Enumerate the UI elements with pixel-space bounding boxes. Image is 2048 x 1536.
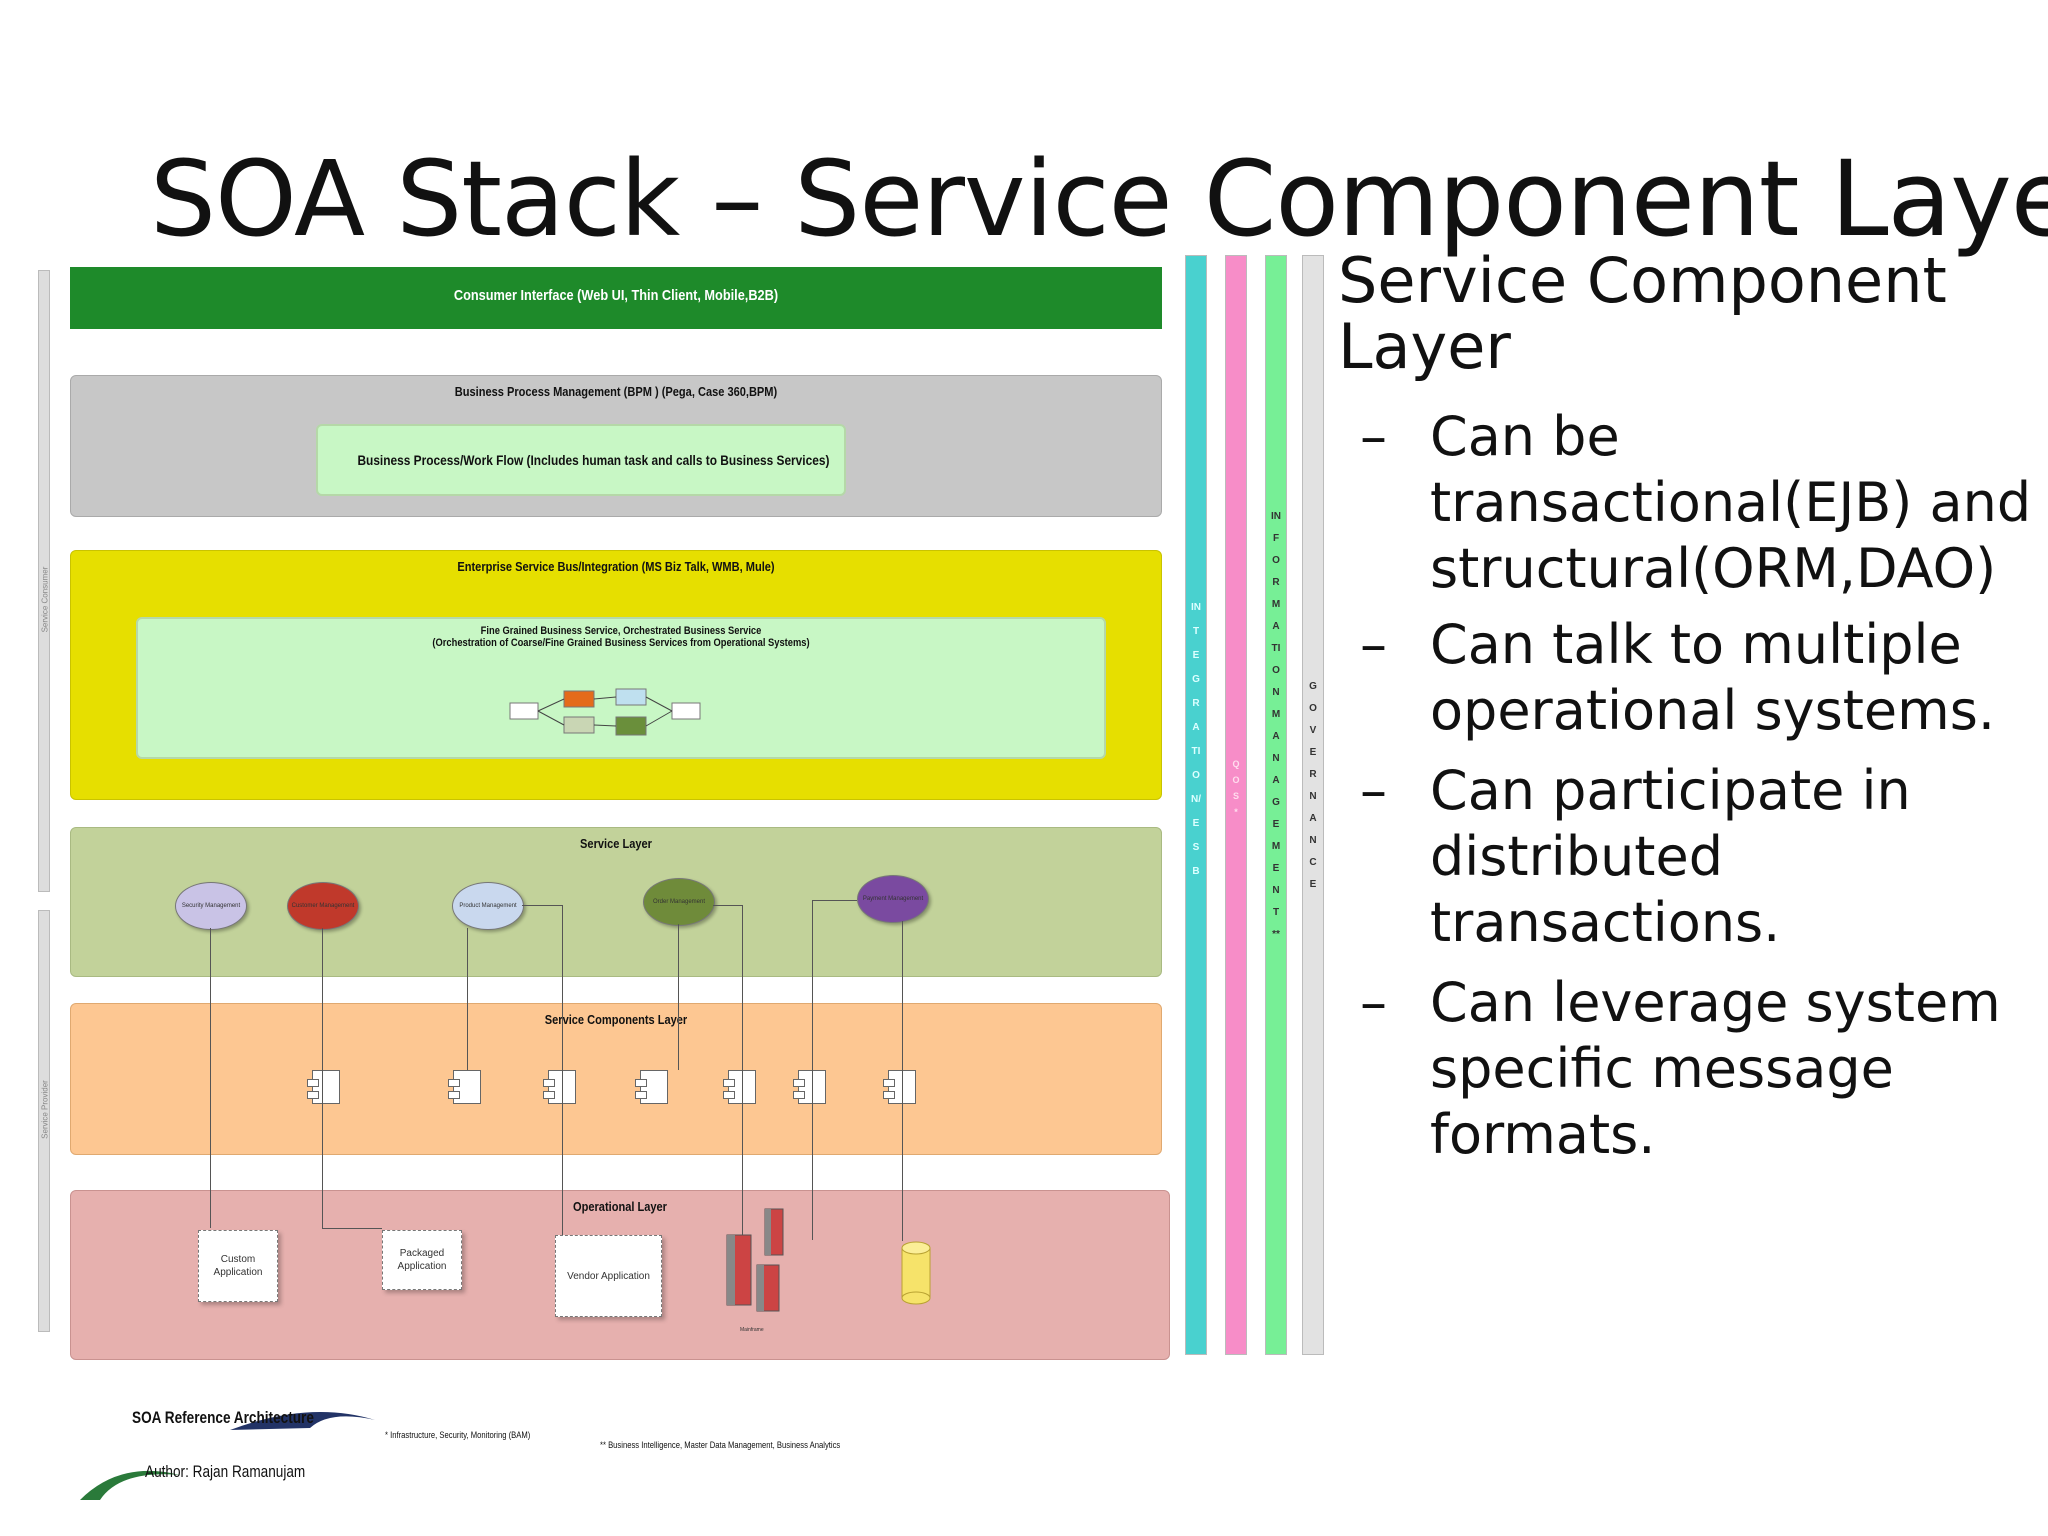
product-management-service: Product Management (452, 882, 524, 930)
esb-orchestration-box: Fine Grained Business Service, Orchestra… (136, 617, 1106, 759)
operational-layer-label: Operational Layer (573, 1199, 667, 1214)
swoosh-logo-icon (80, 1412, 375, 1500)
service-components-band: Service Components Layer (70, 1003, 1162, 1155)
connector-line (467, 928, 468, 1070)
bullet-text: Can leverage system specific message for… (1430, 971, 2001, 1166)
database-icon (901, 1241, 931, 1305)
connector-line (678, 924, 679, 1070)
right-panel-heading: Service Component Layer (1338, 244, 1947, 383)
governance-bar: GOVERNANCE (1302, 255, 1324, 1355)
governance-label: GOVERNANCE (1309, 681, 1317, 890)
bullet-item: – Can be transactional(EJB) and structur… (1338, 404, 2038, 602)
bullet-item: – Can talk to multiple operational syste… (1338, 612, 2038, 744)
information-management-label: INFORMATION MANAGEMENT ** (1271, 511, 1281, 940)
esb-inner-line2: (Orchestration of Coarse/Fine Grained Bu… (432, 637, 810, 649)
provider-side-label: Service Provider (40, 1080, 50, 1139)
esb-band: Enterprise Service Bus/Integration (MS B… (70, 550, 1162, 800)
payment-management-service: Payment Management (857, 875, 929, 923)
integration-esb-bar: INTEGRATION/ESB (1185, 255, 1207, 1355)
connector-line (902, 921, 903, 1241)
bullet-text: Can talk to multiple operational systems… (1430, 613, 1996, 742)
consumer-interface-band: Consumer Interface (Web UI, Thin Client,… (70, 267, 1162, 329)
provider-side-arrow (38, 910, 50, 1332)
component-icon (307, 1070, 340, 1104)
orchestration-flow-icon (509, 688, 701, 736)
footnote-infrastructure: * Infrastructure, Security, Monitoring (… (385, 1430, 531, 1440)
bullet-dash: – (1360, 971, 1387, 1034)
connector-line (522, 905, 562, 906)
slide-title: SOA Stack – Service Component Layer (150, 138, 2048, 260)
soa-reference-label: SOA Reference Architecture (132, 1408, 314, 1427)
order-management-service: Order Management (643, 878, 715, 926)
information-management-bar: INFORMATION MANAGEMENT ** (1265, 255, 1287, 1355)
service-components-label: Service Components Layer (544, 1012, 688, 1027)
bpm-label: Business Process Management (BPM ) (Pega… (454, 384, 778, 399)
diagram-footer: SOA Reference Architecture Author: Rajan… (80, 1390, 930, 1520)
service-layer-band: Service Layer (70, 827, 1162, 977)
connector-line (812, 900, 857, 901)
service-layer-label: Service Layer (580, 836, 652, 851)
consumer-interface-label: Consumer Interface (Web UI, Thin Client,… (453, 287, 779, 304)
connector-line (322, 1228, 382, 1229)
connector-line (812, 900, 813, 1240)
connector-line (322, 928, 323, 1228)
author-label: Author: Rajan Ramanujam (145, 1462, 306, 1481)
esb-inner-line1: Fine Grained Business Service, Orchestra… (480, 625, 762, 637)
bpm-workflow-box: Business Process/Work Flow (Includes hum… (316, 424, 846, 496)
mainframe-label: Mainframe (740, 1327, 764, 1333)
connector-line (210, 928, 211, 1228)
integration-esb-label: INTEGRATION/ESB (1191, 602, 1201, 877)
packaged-application-box: Packaged Application (382, 1230, 462, 1290)
component-icon (635, 1070, 668, 1104)
bullet-text: Can participate in distributed transacti… (1430, 759, 1911, 954)
bullet-dash: – (1360, 613, 1387, 676)
bullet-text: Can be transactional(EJB) and structural… (1430, 405, 2032, 600)
vendor-application-box: Vendor Application (555, 1235, 662, 1317)
qos-label: QOS * (1232, 759, 1240, 817)
right-text-panel: Service Component Layer – Can be transac… (1338, 248, 2038, 1168)
bullet-item: – Can participate in distributed transac… (1338, 758, 2038, 956)
bpm-band: Business Process Management (BPM ) (Pega… (70, 375, 1162, 517)
soa-diagram: Service Consumer Service Provider Consum… (30, 255, 1330, 1375)
qos-bar: QOS * (1225, 255, 1247, 1355)
bullet-item: – Can leverage system specific message f… (1338, 970, 2038, 1168)
component-icon (448, 1070, 481, 1104)
connector-line (742, 905, 743, 1235)
consumer-side-arrow (38, 270, 50, 892)
customer-management-service: Customer Management (287, 882, 359, 930)
bullet-dash: – (1360, 759, 1387, 822)
consumer-side-label: Service Consumer (40, 566, 50, 633)
bpm-workflow-label: Business Process/Work Flow (Includes hum… (357, 452, 830, 468)
mainframe-server-icon (726, 1208, 784, 1312)
esb-label: Enterprise Service Bus/Integration (MS B… (457, 559, 775, 574)
connector-line (562, 905, 563, 1235)
security-management-service: Security Management (175, 882, 247, 930)
connector-line (713, 905, 742, 906)
custom-application-box: Custom Application (198, 1230, 278, 1302)
bullet-dash: – (1360, 405, 1387, 468)
footnote-business-intelligence: ** Business Intelligence, Master Data Ma… (600, 1440, 841, 1450)
